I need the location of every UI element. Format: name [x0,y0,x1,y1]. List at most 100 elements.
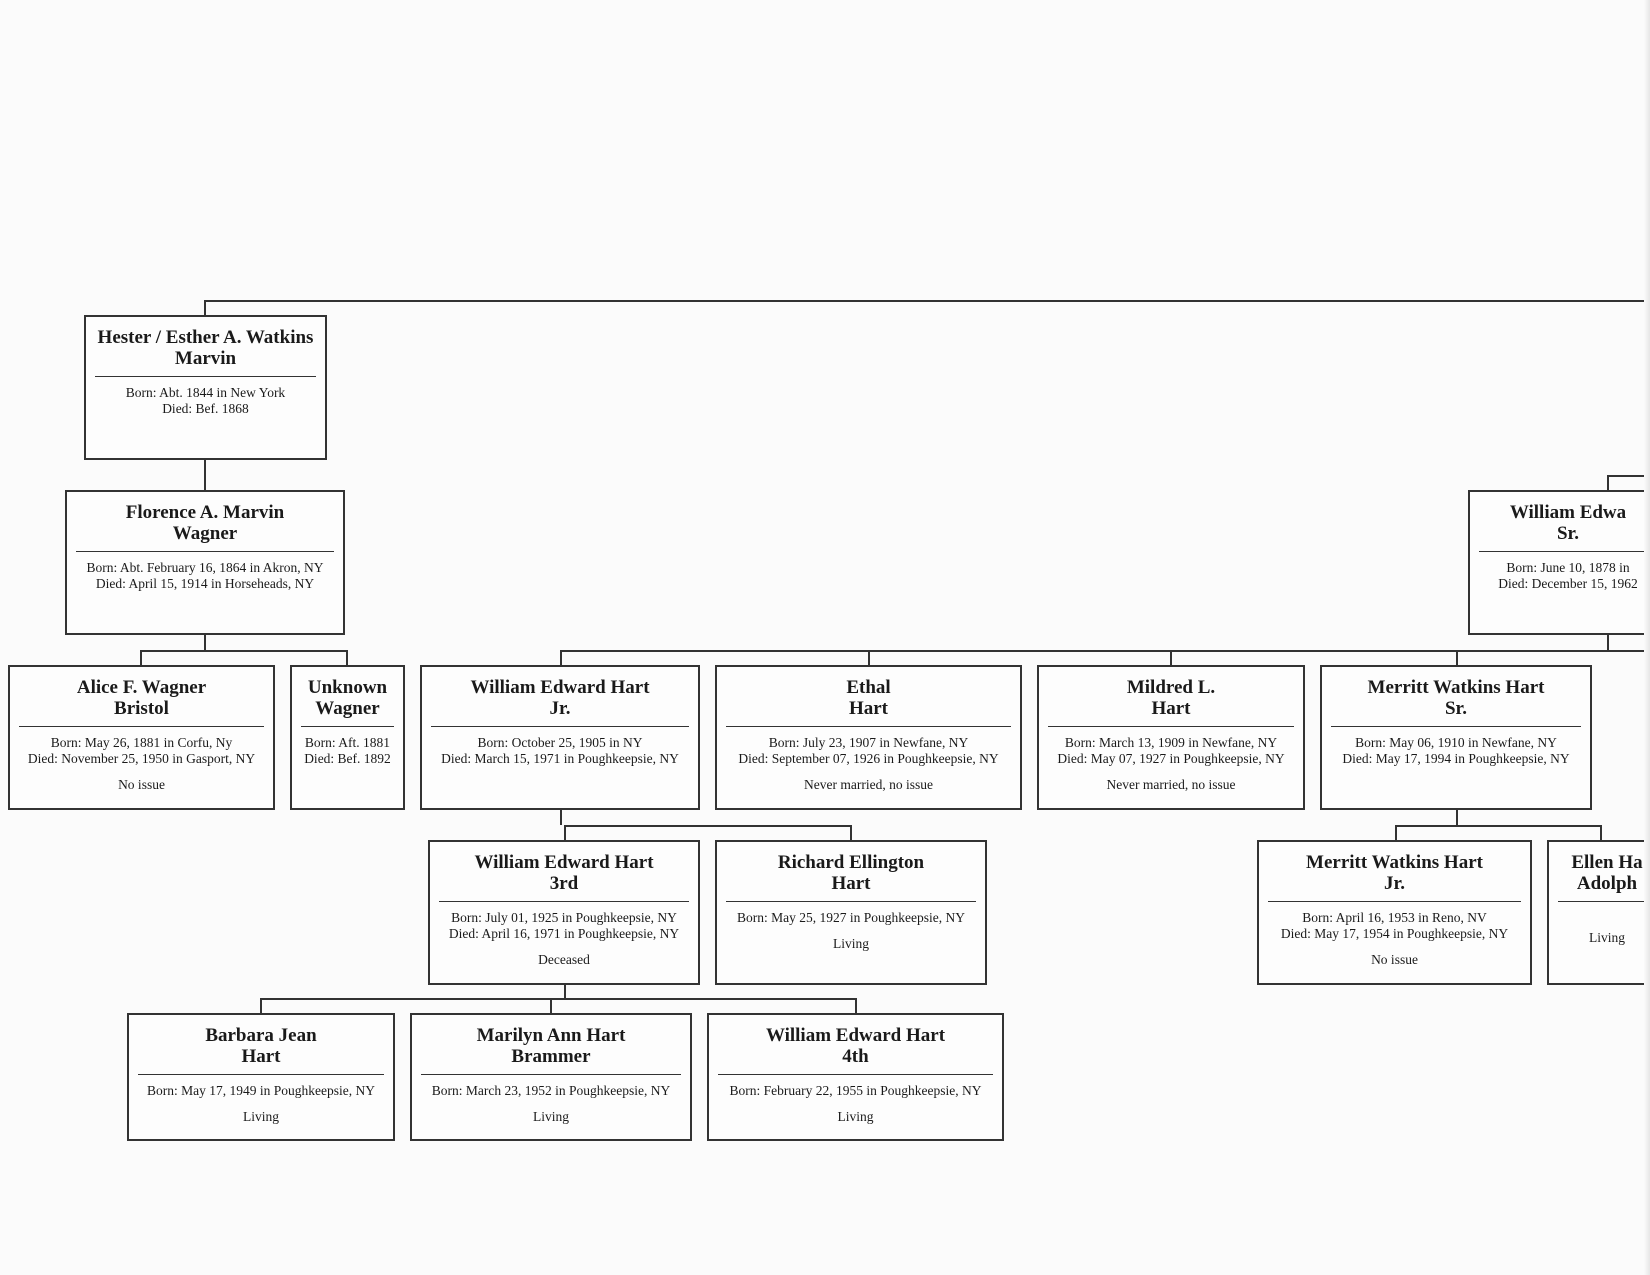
person-name: William Edward Hart [470,677,650,698]
born-text: Born: July 23, 1907 in Newfane, NY [768,735,969,750]
note-text: Living [533,1109,569,1124]
born-text: Born: Aft. 1881 [304,735,391,750]
name-divider [431,726,689,727]
connector-line [140,650,348,652]
person-surname: Hart [831,873,871,894]
person-surname: Hart [848,698,889,719]
note-text: Living [243,1109,279,1124]
born-text: Born: May 26, 1881 in Corfu, Ny [50,735,233,750]
person-surname: Jr. [549,698,571,719]
person-surname: Adolph [1576,873,1638,894]
person-name: Mildred L. [1126,677,1216,698]
person-surname: Wagner [315,698,380,719]
connector-line [204,460,206,490]
connector-line [1607,475,1609,490]
connector-line [1456,810,1458,825]
died-text: Died: Bef. 1868 [162,401,249,416]
connector-line [140,650,142,665]
died-text: Died: May 17, 1954 in Poughkeepsie, NY [1280,926,1509,941]
name-divider [439,901,689,902]
name-divider [726,901,976,902]
died-text: Died: November 25, 1950 in Gasport, NY [27,751,256,766]
born-text: Born: May 25, 1927 in Poughkeepsie, NY [737,910,965,925]
person-name: Hester / Esther A. Watkins [97,327,314,348]
person-name: Barbara Jean [205,1025,317,1046]
person-surname: 3rd [549,873,579,894]
person-surname: Bristol [114,698,169,719]
name-divider [718,1074,993,1075]
connector-line [1395,825,1397,840]
born-text: Born: February 22, 1955 in Poughkeepsie,… [729,1083,982,1098]
connector-line [560,810,562,825]
name-divider [421,1074,681,1075]
person-name: Marilyn Ann Hart [476,1025,626,1046]
died-text: Died: Bef. 1892 [304,751,391,766]
name-divider [95,376,316,377]
connector-line [564,985,566,999]
name-divider [1268,901,1521,902]
connector-line [204,635,206,650]
note-text: Never married, no issue [804,777,933,792]
person-name: Richard Ellington [777,852,925,873]
person-surname: Hart [1151,698,1191,719]
died-text: Died: April 16, 1971 in Poughkeepsie, NY [448,926,680,941]
note-text: Living [1589,930,1625,945]
person-surname: Jr. [1384,873,1405,894]
connector-line [560,650,562,665]
connector-line [560,650,1650,652]
note-text: Living [833,936,869,951]
name-divider [138,1074,384,1075]
died-text: Died: December 15, 1962 [1498,576,1638,591]
person-name: William Edward Hart [765,1025,946,1046]
connector-line [346,650,348,665]
died-text: Died: May 17, 1994 in Poughkeepsie, NY [1342,751,1570,766]
connector-line [204,300,1650,302]
died-text: Died: May 07, 1927 in Poughkeepsie, NY [1057,751,1285,766]
born-text: Born: March 13, 1909 in Newfane, NY [1064,735,1278,750]
connector-line [564,825,850,827]
person-name: Alice F. Wagner [76,677,207,698]
name-divider [1558,901,1650,902]
person-name: William Edward Hart [474,852,654,873]
person-name: Unknown [307,677,388,698]
connector-line [1456,650,1458,665]
person-surname: Sr. [1556,523,1579,544]
name-divider [19,726,264,727]
connector-line [550,998,552,1013]
person-name: Florence A. Marvin [125,502,285,523]
name-divider [1479,551,1650,552]
page-edge-shadow [1644,0,1650,1275]
connector-line [564,825,566,840]
born-text: Born: April 16, 1953 in Reno, NV [1302,910,1487,925]
note-text: Deceased [538,952,590,967]
note-text: No issue [1371,952,1418,967]
connector-line [260,998,856,1000]
connector-line [1170,650,1172,665]
note-text: No issue [118,777,165,792]
born-text: Born: July 01, 1925 in Poughkeepsie, NY [451,910,677,925]
name-divider [726,726,1011,727]
person-name: Merritt Watkins Hart [1367,677,1545,698]
name-divider [76,551,334,552]
note-text: Living [837,1109,874,1124]
died-text: Died: September 07, 1926 in Poughkeepsie… [738,751,999,766]
connector-line [1607,635,1609,650]
name-divider [1331,726,1581,727]
born-text: Born: October 25, 1905 in NY [477,735,643,750]
person-name: Ethal [846,677,891,698]
person-surname: Brammer [511,1046,591,1067]
person-name: Merritt Watkins Hart [1306,852,1483,873]
